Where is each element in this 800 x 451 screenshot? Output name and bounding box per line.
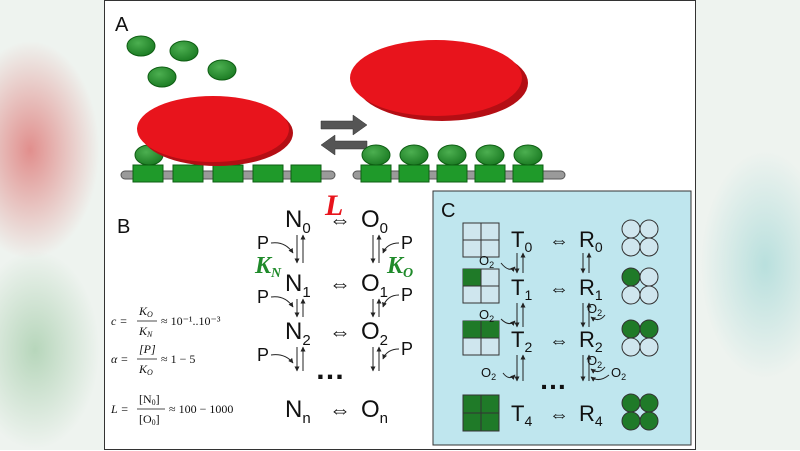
panel-c: C T0 T1 T — [432, 190, 692, 446]
binding-constant-ko: KO — [386, 253, 413, 281]
r1-circles — [621, 267, 659, 305]
ligand-p: P — [401, 339, 413, 359]
c-vertical-arrows — [500, 252, 610, 382]
r2-circles — [621, 319, 659, 357]
ellipsis-b: … — [315, 353, 345, 386]
svg-text:KO: KO — [138, 304, 153, 319]
ligand-p: P — [257, 233, 269, 253]
panel-a-label: A — [115, 14, 129, 36]
free-ligand — [147, 66, 177, 88]
state-on: On — [361, 396, 388, 427]
backdrop-blur-green — [0, 250, 100, 450]
panel-a: A — [115, 14, 566, 183]
equation-alpha: α = [P] KO ≈ 1 − 5 — [111, 342, 195, 377]
allosteric-constant-label: L — [324, 189, 343, 222]
equilibrium-symbol: ⇔ — [549, 278, 569, 300]
ligand-p: P — [401, 285, 413, 305]
state-n2: N2 — [285, 318, 311, 349]
svg-text:≈ 10⁻¹..10⁻³: ≈ 10⁻¹..10⁻³ — [161, 314, 221, 328]
state-r4: R4 — [579, 401, 603, 429]
state-r0: R0 — [579, 227, 603, 255]
left-repressor-disc — [137, 96, 293, 166]
state-nn: Nn — [285, 396, 311, 427]
state-n0: N0 — [285, 206, 311, 237]
equilibrium-symbol: ⇔ — [329, 207, 351, 232]
t0-grid — [462, 222, 500, 258]
oxygen-label: O2 — [587, 353, 602, 370]
ligand-p: P — [401, 233, 413, 253]
ligand-p: P — [257, 345, 269, 365]
svg-text:≈ 1 − 5: ≈ 1 − 5 — [161, 352, 195, 366]
right-track — [352, 144, 566, 183]
oxygen-label: O2 — [479, 307, 494, 324]
r-states: R0 R1 R2 R4 — [579, 227, 603, 429]
equilibrium-symbol: ⇔ — [329, 319, 351, 344]
free-ligands — [126, 35, 237, 88]
ellipsis-c: … — [539, 364, 567, 395]
backdrop-blur-cyan — [700, 150, 800, 380]
svg-text:α =: α = — [111, 352, 128, 366]
free-ligand — [169, 40, 199, 62]
svg-text:c =: c = — [111, 314, 127, 328]
t1-grid — [462, 268, 500, 304]
svg-text:[O0]: [O0] — [139, 412, 160, 427]
t-states: T0 T1 T2 T4 — [511, 227, 532, 429]
svg-text:L =: L = — [110, 402, 129, 416]
panel-b-label: B — [117, 216, 130, 238]
free-ligand — [207, 59, 237, 81]
state-o2: O2 — [361, 318, 388, 349]
state-r2: R2 — [579, 327, 603, 355]
ligand-p-labels: P P P P P P — [257, 233, 413, 365]
equation-c: c = KO KN ≈ 10⁻¹..10⁻³ — [111, 304, 221, 339]
b-equilibria: ⇔ ⇔ ⇔ ⇔ — [329, 207, 351, 422]
ligand-p: P — [257, 287, 269, 307]
oxygen-label: O2 — [587, 301, 602, 318]
t-grids — [462, 222, 500, 432]
c-equilibria: ⇔ ⇔ ⇔ ⇔ — [549, 230, 569, 426]
state-n1: N1 — [285, 270, 311, 301]
equation-l: L = [N0] [O0] ≈ 100 − 1000 — [110, 392, 233, 427]
t4-grid — [462, 394, 500, 432]
panel-c-label: C — [441, 200, 455, 222]
r4-circles — [621, 393, 659, 431]
oxygen-label: O2 — [481, 365, 496, 382]
free-ligand — [126, 35, 156, 57]
t2-grid — [462, 320, 500, 356]
oxygen-label: O2 — [611, 365, 626, 382]
figure-frame: A — [104, 0, 696, 450]
panel-b: B L N0 N1 N2 Nn ⇔ ⇔ ⇔ ⇔ O0 O1 O2 On … KN… — [110, 189, 413, 427]
binding-constant-kn: KN — [254, 253, 282, 281]
state-t2: T2 — [511, 327, 532, 355]
n-states: N0 N1 N2 Nn — [285, 206, 311, 427]
equilibrium-symbol: ⇔ — [549, 230, 569, 252]
state-o1: O1 — [361, 270, 388, 301]
svg-text:KO: KO — [138, 362, 153, 377]
right-repressor-disc — [350, 40, 528, 121]
equilibrium-symbol: ⇔ — [549, 404, 569, 426]
backdrop-blur-red — [0, 40, 100, 260]
o-states: O0 O1 O2 On — [361, 206, 388, 427]
state-t4: T4 — [511, 401, 532, 429]
state-o0: O0 — [361, 206, 388, 237]
state-r1: R1 — [579, 275, 603, 303]
equilibrium-arrows-a — [320, 114, 368, 156]
b-vertical-arrows — [270, 234, 400, 372]
oxygen-label: O2 — [479, 253, 494, 270]
state-t1: T1 — [511, 275, 532, 303]
svg-text:≈ 100 − 1000: ≈ 100 − 1000 — [169, 402, 233, 416]
equilibrium-symbol: ⇔ — [329, 271, 351, 296]
state-t0: T0 — [511, 227, 532, 255]
r0-circles — [621, 219, 659, 257]
o2-labels: O2 O2 O2 O2 O2 O2 — [479, 253, 626, 382]
equilibrium-symbol: ⇔ — [549, 330, 569, 352]
svg-text:[N0]: [N0] — [139, 392, 160, 407]
equilibrium-symbol: ⇔ — [329, 397, 351, 422]
svg-text:KN: KN — [138, 324, 153, 339]
figure-svg: A — [110, 14, 692, 446]
left-track — [120, 144, 336, 183]
svg-text:[P]: [P] — [139, 342, 156, 356]
r-circles — [621, 219, 659, 431]
